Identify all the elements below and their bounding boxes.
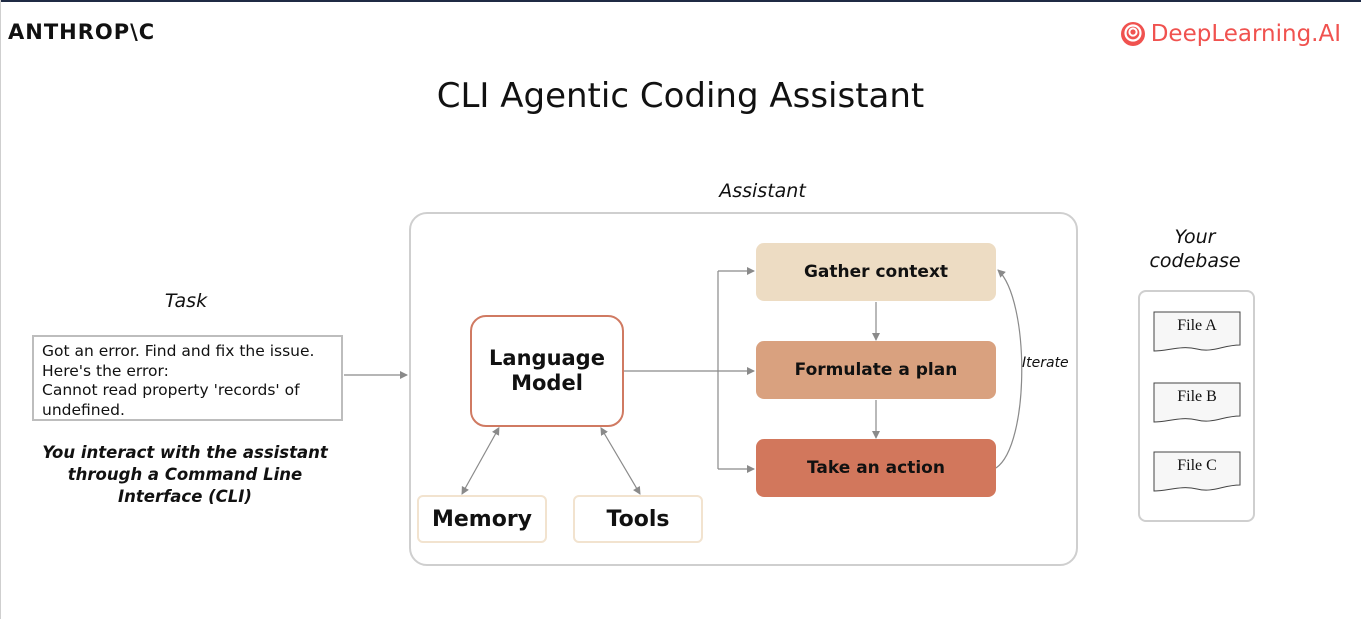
- task-line: Cannot read property 'records' of: [42, 381, 300, 399]
- deeplearning-logo-text: DeepLearning.AI: [1150, 21, 1341, 47]
- file-label: File A: [1177, 317, 1217, 334]
- arrow-lm-memory: [461, 426, 500, 495]
- language-model-label-line: Language: [489, 346, 605, 370]
- codebase-label-line: codebase: [1149, 250, 1241, 272]
- language-model-box: Language Model: [470, 315, 624, 427]
- file-c: File C: [1153, 451, 1241, 493]
- file-label: File B: [1177, 388, 1217, 405]
- cli-note: You interact with the assistant through …: [30, 442, 340, 508]
- step-take-action: Take an action: [756, 439, 996, 497]
- assistant-label: Assistant: [719, 180, 806, 202]
- memory-box: Memory: [417, 495, 547, 543]
- assistant-container: [409, 212, 1078, 566]
- iterate-label: Iterate: [1022, 355, 1069, 371]
- step-formulate-plan: Formulate a plan: [756, 341, 996, 399]
- top-border: [0, 0, 1361, 2]
- task-input-box: Got an error. Find and fix the issue. He…: [32, 335, 343, 421]
- task-line: Here's the error:: [42, 361, 169, 380]
- file-label: File C: [1177, 457, 1217, 474]
- cli-note-line: Interface (CLI): [118, 487, 252, 506]
- file-a: File A: [1153, 311, 1241, 353]
- anthropic-logo: ANTHROP\C: [8, 20, 156, 44]
- deeplearning-icon: [1120, 22, 1145, 46]
- tools-box: Tools: [573, 495, 703, 543]
- step-gather-context: Gather context: [756, 243, 996, 301]
- codebase-label-line: Your: [1174, 226, 1216, 248]
- task-line: Got an error. Find and fix the issue.: [42, 342, 315, 360]
- iterate-curve: [995, 269, 1023, 469]
- document-icon: [1153, 311, 1241, 352]
- cli-note-line: through a Command Line: [67, 465, 303, 484]
- deeplearning-logo: DeepLearning.AI: [1119, 20, 1341, 48]
- document-icon: [1153, 382, 1241, 423]
- cli-note-line: You interact with the assistant: [42, 443, 328, 462]
- codebase-container: [1138, 290, 1255, 522]
- codebase-label: Your codebase: [1125, 225, 1265, 273]
- left-border: [0, 0, 1, 619]
- page-title: CLI Agentic Coding Assistant: [436, 76, 925, 116]
- file-b: File B: [1153, 382, 1241, 424]
- language-model-label-line: Model: [511, 371, 583, 395]
- document-icon: [1153, 451, 1241, 492]
- task-label: Task: [164, 290, 208, 312]
- arrow-lm-tools: [600, 426, 641, 495]
- task-line: undefined.: [42, 400, 125, 419]
